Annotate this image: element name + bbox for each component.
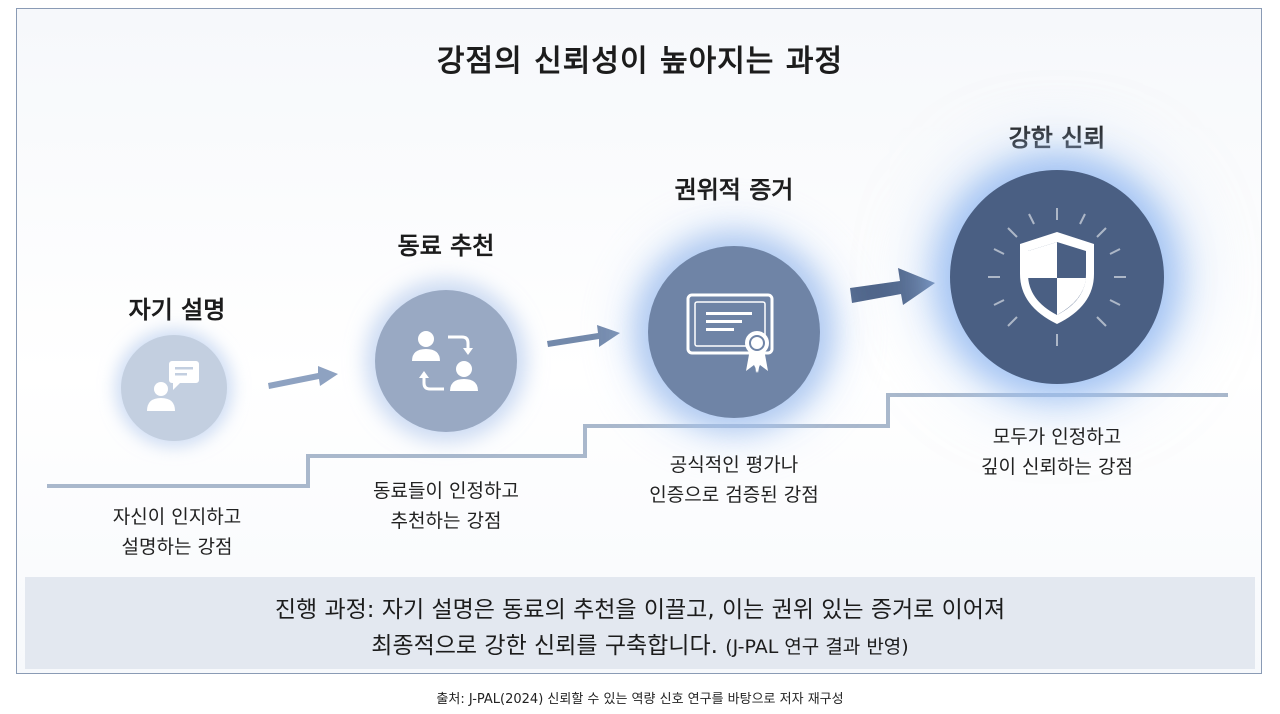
- diagram-title: 강점의 신뢰성이 높아지는 과정: [436, 44, 844, 79]
- stage-2-title: 동료 추천: [397, 232, 495, 260]
- arrow-3: [850, 268, 935, 305]
- stage-3-desc-line2: 인증으로 검증된 강점: [649, 484, 819, 506]
- staircase-line: [47, 393, 1228, 488]
- stage-1-title: 자기 설명: [128, 296, 226, 324]
- arrow-2: [547, 325, 620, 347]
- certificate-icon: [686, 293, 774, 373]
- peer-exchange-icon: [412, 331, 478, 391]
- summary-box: [25, 577, 1255, 669]
- stage-4-desc-line1: 모두가 인정하고: [992, 426, 1122, 448]
- stage-3-desc-line1: 공식적인 평가나: [669, 454, 799, 476]
- stage-2-circle: [375, 290, 517, 432]
- speech-person-icon: [147, 361, 199, 411]
- stage-2-desc-line1: 동료들이 인정하고: [373, 480, 519, 502]
- summary-line-1: 진행 과정: 자기 설명은 동료의 추천을 이끌고, 이는 권위 있는 증거로 …: [274, 597, 1006, 623]
- stage-2-desc: 동료들이 인정하고 추천하는 강점: [373, 476, 519, 536]
- summary-line-2: 최종적으로 강한 신뢰를 구축합니다. (J-PAL 연구 결과 반영): [0, 626, 1280, 660]
- stage-4-title: 강한 신뢰: [1008, 124, 1106, 152]
- summary-line-2-note: (J-PAL 연구 결과 반영): [725, 636, 909, 658]
- source-note: 출처: J-PAL(2024) 신뢰할 수 있는 역량 신호 연구를 바탕으로 …: [436, 692, 844, 707]
- stage-1-desc: 자신이 인지하고 설명하는 강점: [113, 502, 241, 562]
- stage-2-desc-line2: 추천하는 강점: [390, 510, 502, 532]
- stage-1-desc-line1: 자신이 인지하고: [112, 506, 242, 528]
- stage-3-desc: 공식적인 평가나 인증으로 검증된 강점: [649, 450, 818, 510]
- stage-4-desc-line2: 깊이 신뢰하는 강점: [981, 456, 1133, 478]
- stage-4-circle: [950, 170, 1164, 384]
- stage-3-circle: [648, 246, 820, 418]
- stage-1-desc-line2: 설명하는 강점: [121, 536, 233, 558]
- shield-icon: [988, 208, 1126, 346]
- stage-1-circle: [121, 335, 227, 441]
- stage-3-title: 권위적 증거: [674, 176, 794, 204]
- summary-line-2-main: 최종적으로 강한 신뢰를 구축합니다.: [371, 633, 718, 659]
- stage-4-desc: 모두가 인정하고 깊이 신뢰하는 강점: [981, 422, 1133, 482]
- arrow-1: [268, 366, 338, 389]
